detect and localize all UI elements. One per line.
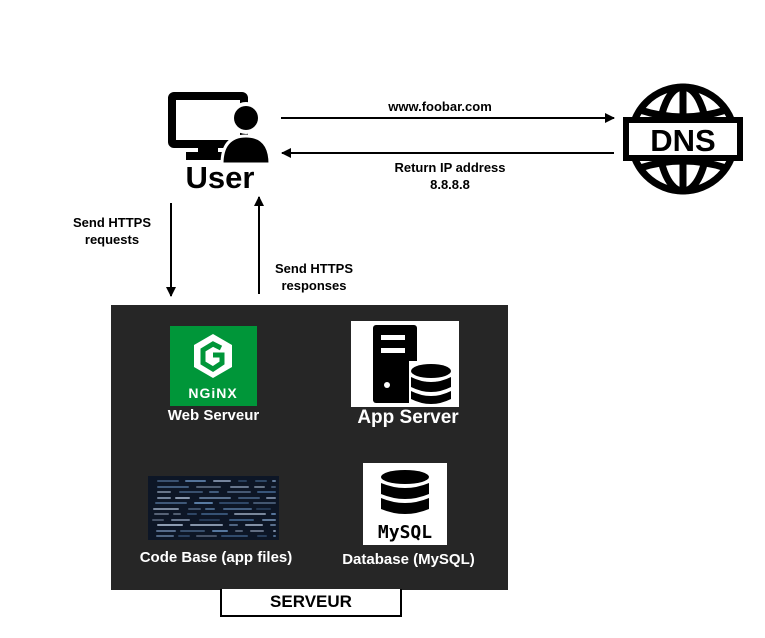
code-line <box>271 513 276 515</box>
code-line <box>157 524 183 526</box>
code-line <box>234 513 266 515</box>
code-line <box>179 491 203 493</box>
code-line <box>157 485 189 488</box>
dns-response-line2: 8.8.8.8 <box>430 177 470 192</box>
https-request-line1: Send HTTPS <box>72 215 151 230</box>
code-line <box>238 480 247 482</box>
code-line <box>257 535 267 537</box>
code-line <box>257 491 276 493</box>
code-line <box>219 502 249 504</box>
code-line <box>156 529 176 532</box>
user-label: User <box>185 160 255 195</box>
code-line <box>157 491 171 493</box>
mysql-logo-text: MySQL <box>378 522 432 543</box>
dns-logo-text: DNS <box>650 123 715 158</box>
https-response-label: Send HTTPS responses <box>262 260 366 294</box>
app-server-label: App Server <box>357 407 459 428</box>
https-response-line2: responses <box>281 278 347 293</box>
nginx-icon: NGiNX <box>188 334 237 401</box>
code-line <box>187 513 197 515</box>
nginx-logo-text: NGiNX <box>188 385 237 401</box>
code-line <box>266 496 276 499</box>
server-rack-icon <box>373 325 451 405</box>
user-computer-icon <box>168 92 272 166</box>
code-line <box>175 496 190 499</box>
code-line <box>223 507 252 510</box>
code-line <box>270 524 276 526</box>
server-tab-label: SERVEUR <box>220 589 402 617</box>
https-request-label: Send HTTPS requests <box>62 214 162 248</box>
code-line <box>272 480 276 482</box>
code-line <box>171 518 190 521</box>
https-response-line1: Send HTTPS <box>274 261 353 276</box>
code-line <box>156 535 174 537</box>
code-line <box>199 518 220 521</box>
code-line <box>153 507 179 510</box>
code-line <box>178 535 190 537</box>
code-line <box>188 507 201 510</box>
code-line <box>262 518 276 521</box>
code-line <box>229 524 238 526</box>
code-line <box>212 529 228 532</box>
code-line <box>152 518 164 521</box>
code-line <box>199 496 231 499</box>
code-line <box>235 529 243 532</box>
code-line <box>221 535 248 537</box>
code-line <box>227 491 251 493</box>
dns-globe-icon: DNS <box>623 83 743 195</box>
code-line <box>201 513 228 515</box>
app-server-logo <box>351 321 459 407</box>
database-label: Database (MySQL) <box>342 551 475 568</box>
code-line <box>238 496 260 499</box>
code-line <box>194 502 213 504</box>
code-line <box>196 485 221 488</box>
dns-request-label: www.foobar.com <box>388 99 492 114</box>
code-line <box>255 480 267 482</box>
dns-response-label: Return IP address 8.8.8.8 <box>370 159 530 193</box>
code-line <box>180 529 205 532</box>
database-icon: MySQL <box>378 470 432 543</box>
code-line <box>271 485 276 488</box>
code-line <box>190 524 223 526</box>
code-line <box>254 485 265 488</box>
code-line <box>154 513 169 515</box>
code-base-label: Code Base (app files) <box>139 549 293 566</box>
code-line <box>250 529 264 532</box>
https-request-line2: requests <box>84 232 140 247</box>
code-line <box>256 507 271 510</box>
code-line <box>245 524 263 526</box>
code-line <box>213 480 231 482</box>
code-line <box>209 491 219 493</box>
code-line <box>157 480 179 482</box>
code-line <box>155 502 187 504</box>
server-box: NGiNX Web Serveur App Server Code Base (… <box>111 305 508 590</box>
code-screenshot <box>148 476 279 540</box>
code-line <box>273 535 276 537</box>
web-server-label: Web Serveur <box>167 407 260 424</box>
nginx-logo: NGiNX <box>170 326 257 406</box>
code-line <box>205 507 215 510</box>
dns-response-line1: Return IP address <box>394 160 506 175</box>
code-line <box>273 529 276 532</box>
code-line <box>196 535 217 537</box>
code-line <box>157 496 171 499</box>
code-line <box>185 480 206 482</box>
code-line <box>173 513 181 515</box>
code-line <box>230 485 249 488</box>
code-line <box>229 518 254 521</box>
mysql-logo: MySQL <box>363 463 447 545</box>
code-line <box>253 502 276 504</box>
